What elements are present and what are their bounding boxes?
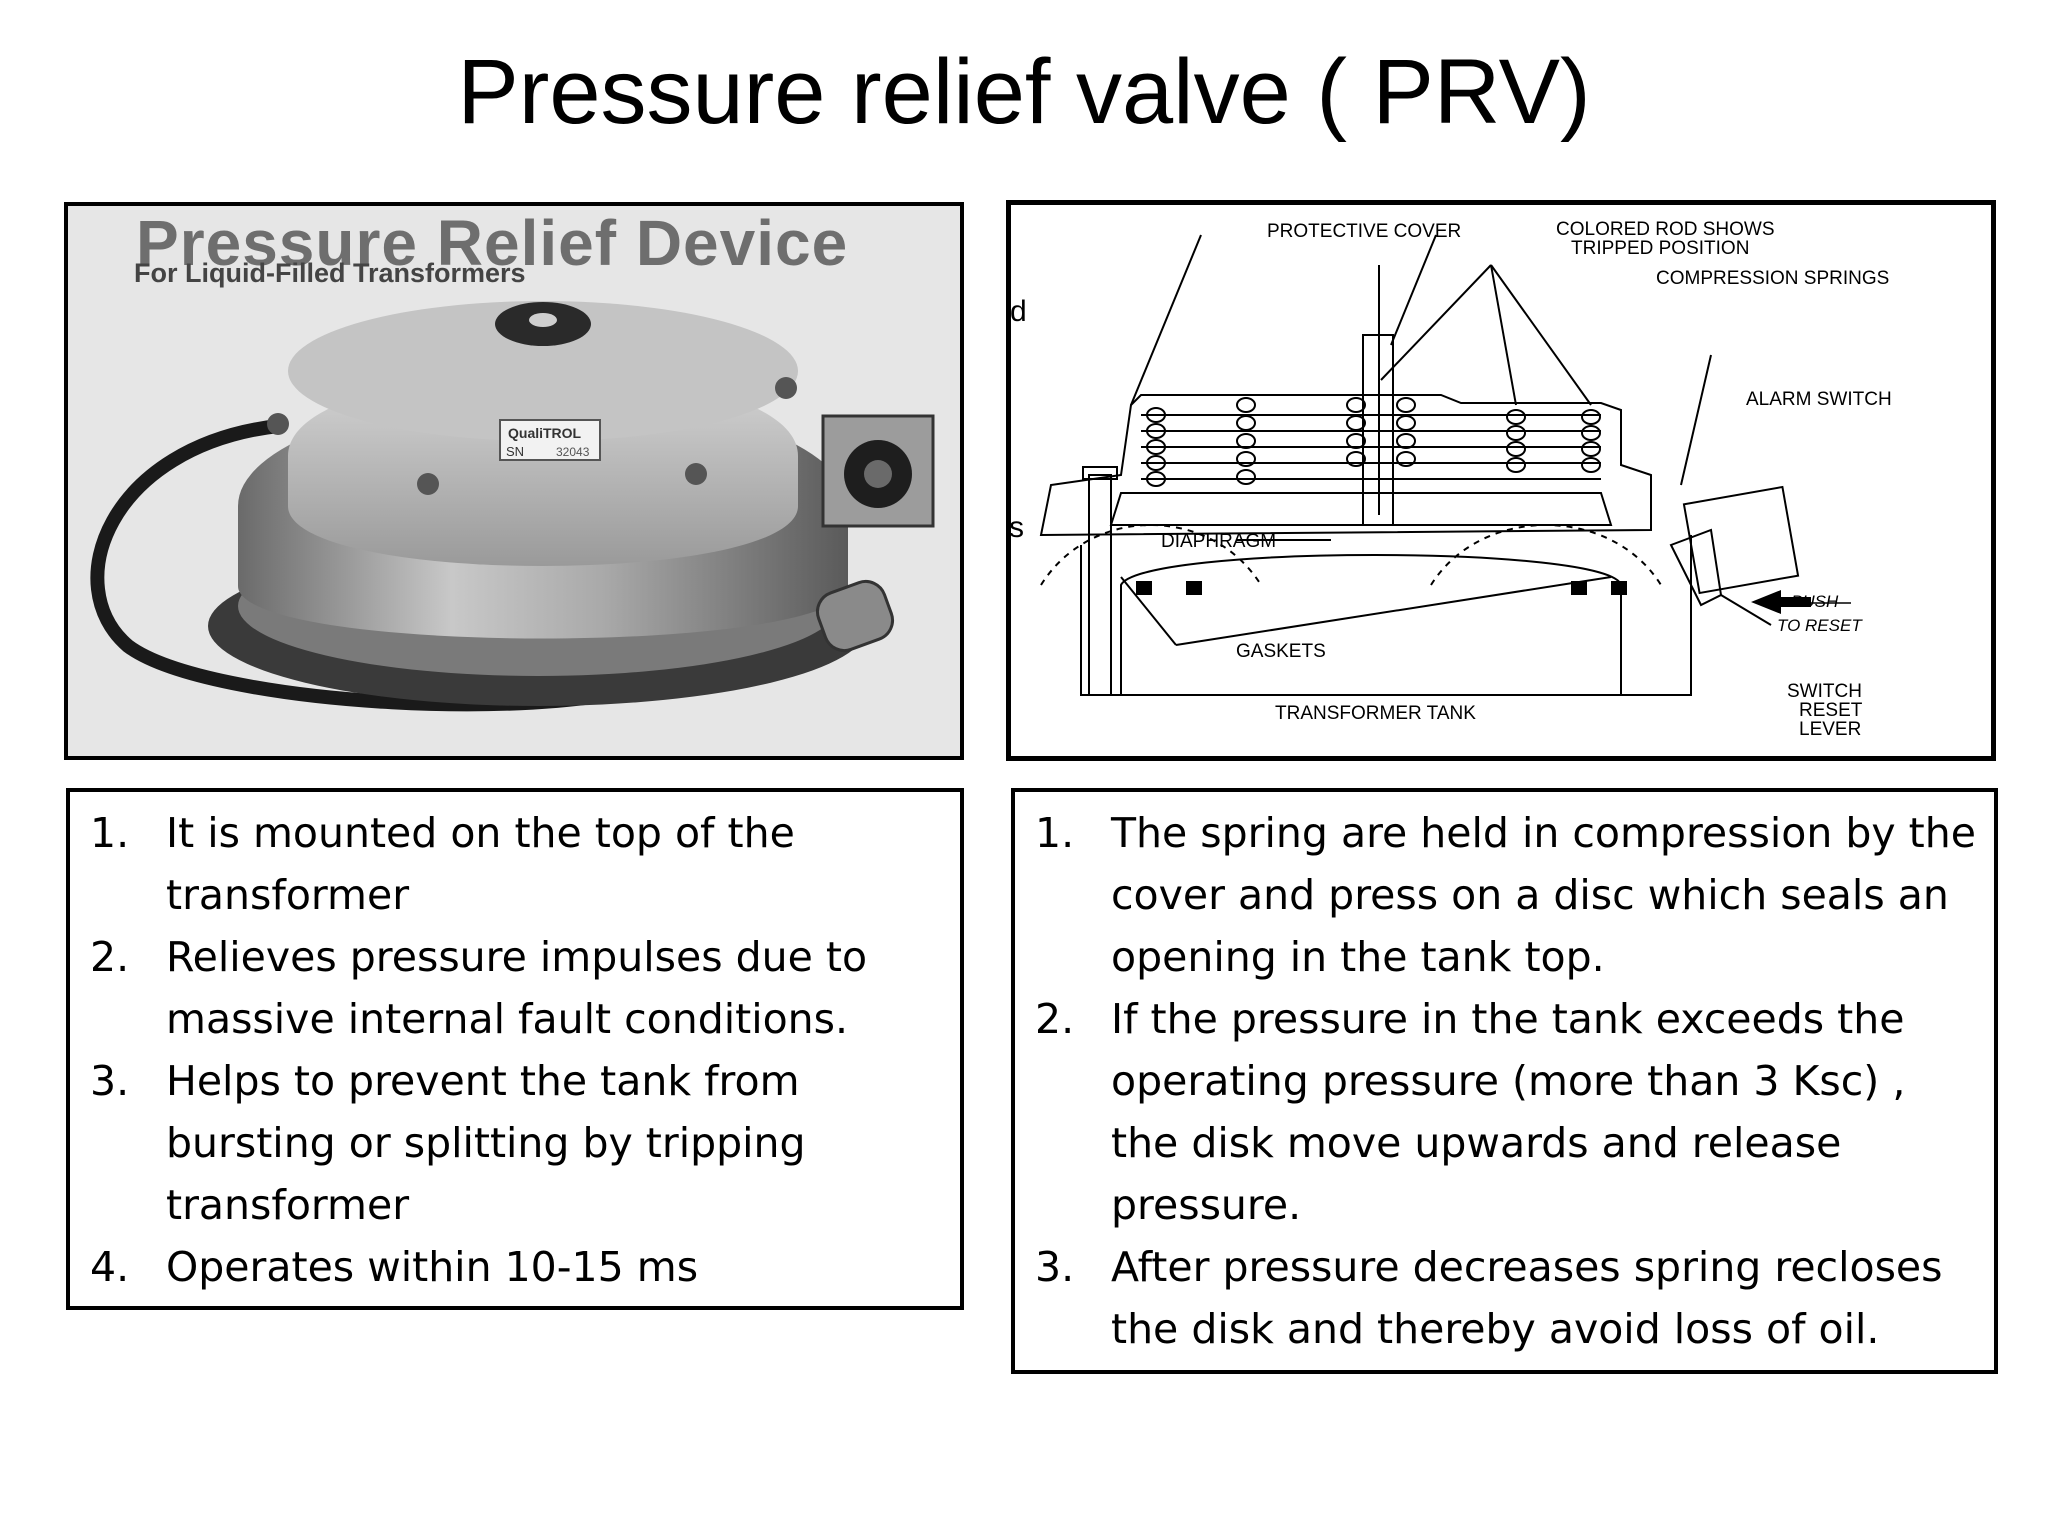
list-text: If the pressure in the tank exceeds the … xyxy=(1111,995,1906,1229)
label-colored-rod-1: COLORED ROD SHOWS xyxy=(1556,219,1775,240)
label-colored-rod-2: TRIPPED POSITION xyxy=(1571,238,1749,259)
cover-outline xyxy=(1039,394,1652,537)
list-number: 1. xyxy=(1035,809,1075,857)
alarm-switch xyxy=(1682,485,1800,595)
list-number: 2. xyxy=(90,933,130,981)
list-item: 3. After pressure decreases spring reclos… xyxy=(1035,1236,1976,1360)
label-gaskets: GASKETS xyxy=(1236,641,1326,662)
nameplate-serial-label: SN xyxy=(506,444,524,459)
tank-flange xyxy=(1080,535,1692,696)
diaphragm-shape xyxy=(1109,492,1613,526)
nameplate-brand: QualiTROL xyxy=(508,425,582,441)
label-alarm-switch: ALARM SWITCH xyxy=(1746,389,1892,410)
list-number: 1. xyxy=(90,809,130,857)
list-item: 2. If the pressure in the tank exceeds th… xyxy=(1035,988,1976,1236)
label-diaphragm: DIAPHRAGM xyxy=(1161,531,1276,552)
list-number: 2. xyxy=(1035,995,1075,1043)
compression-springs xyxy=(1141,397,1601,487)
label-lever: LEVER xyxy=(1799,719,1861,740)
list-text: After pressure decreases spring recloses… xyxy=(1111,1243,1943,1353)
list-text: Helps to prevent the tank from bursting … xyxy=(166,1057,806,1229)
cross-section-diagram: PROTECTIVE COVER COLORED ROD SHOWS TRIPP… xyxy=(1006,200,1996,761)
operation-list: 1. The spring are held in compression by … xyxy=(1035,802,1976,1360)
list-text: Operates within 10-15 ms xyxy=(166,1243,699,1291)
cable-connector xyxy=(815,579,895,653)
nameplate xyxy=(499,419,601,461)
label-protective-cover: PROTECTIVE COVER xyxy=(1267,221,1461,242)
push-arrow xyxy=(1751,590,1811,614)
label-transformer-tank: TRANSFORMER TANK xyxy=(1275,703,1476,724)
prv-cutaway-drawing: PROTECTIVE COVER COLORED ROD SHOWS TRIPP… xyxy=(1011,219,1892,740)
photo-subheading: For Liquid-Filled Transformers xyxy=(134,258,526,288)
list-item: 1. The spring are held in compression by … xyxy=(1035,802,1976,988)
photo-heading: Pressure Relief Device xyxy=(136,207,849,279)
operation-list-box: 1. The spring are held in compression by … xyxy=(1011,788,1998,1374)
list-text: The spring are held in compression by th… xyxy=(1111,809,1976,981)
features-list: 1. It is mounted on the top of the transf… xyxy=(90,802,942,1298)
label-switch: SWITCH xyxy=(1787,681,1862,702)
stray-glyph-d: d xyxy=(1011,295,1027,328)
list-item: 3. Helps to prevent the tank from burstin… xyxy=(90,1050,942,1236)
list-item: 1. It is mounted on the top of the transf… xyxy=(90,802,942,926)
list-item: 2. Relieves pressure impulses due to mass… xyxy=(90,926,942,1050)
label-push: PUSH xyxy=(1791,592,1839,611)
list-number: 4. xyxy=(90,1243,130,1291)
features-list-box: 1. It is mounted on the top of the transf… xyxy=(66,788,964,1310)
list-item: 4. Operates within 10-15 ms xyxy=(90,1236,942,1298)
product-photo: Pressure Relief Device For Liquid-Filled… xyxy=(64,202,964,760)
nameplate-serial: 32043 xyxy=(556,445,590,459)
label-reset: RESET xyxy=(1799,700,1863,721)
bolt xyxy=(1088,474,1112,696)
label-to-reset: TO RESET xyxy=(1777,616,1863,635)
stray-glyph-s: s xyxy=(1011,511,1024,544)
device-illustration: QualiTROL SN 32043 xyxy=(90,301,935,712)
slide-title: Pressure relief valve ( PRV) xyxy=(457,41,1591,143)
list-number: 3. xyxy=(90,1057,130,1105)
list-text: Relieves pressure impulses due to massiv… xyxy=(166,933,868,1043)
list-number: 3. xyxy=(1035,1243,1075,1291)
label-compression-springs: COMPRESSION SPRINGS xyxy=(1656,268,1889,289)
list-text: It is mounted on the top of the transfor… xyxy=(166,809,795,919)
